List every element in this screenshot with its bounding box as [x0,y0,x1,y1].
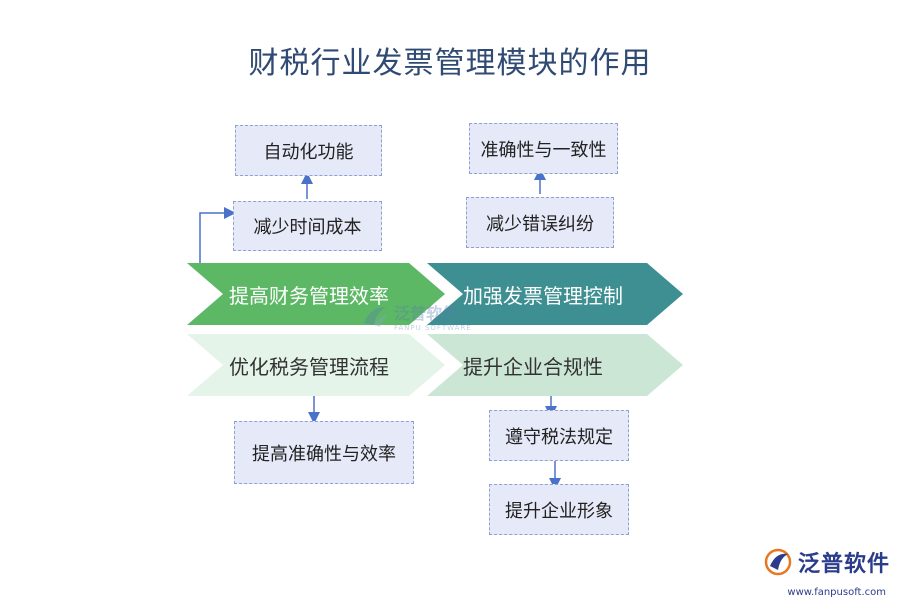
chevron-optimize-tax-process: 优化税务管理流程 [187,334,445,396]
box-comply-tax: 遵守税法规定 [489,410,629,461]
box-reduce-errors: 减少错误纠纷 [466,197,614,248]
box-accuracy-consistency: 准确性与一致性 [469,123,618,174]
watermark-sub: FANPU SOFTWARE [394,324,472,332]
chevron-label: 提高财务管理效率 [229,283,389,308]
box-auto: 自动化功能 [235,125,382,176]
box-company-image: 提升企业形象 [489,484,629,535]
logo-url: www.fanpusoft.com [787,587,886,598]
watermark-name: 泛普软件 [394,304,459,323]
brand-logo: 泛普软件 [764,546,890,578]
fanpu-logo-icon [764,548,792,576]
chevron-label: 优化税务管理流程 [229,354,389,379]
box-improve-accuracy-efficiency: 提高准确性与效率 [234,421,414,484]
chevron-improve-finance-efficiency: 提高财务管理效率 [187,263,445,325]
chevron-improve-compliance: 提升企业合规性 [427,334,683,396]
chevron-label: 加强发票管理控制 [463,283,623,308]
chevron-label: 提升企业合规性 [463,354,603,379]
arrow-to-reduce-time [199,207,236,265]
fanpu-watermark-icon [364,307,388,327]
page-title: 财税行业发票管理模块的作用 [248,46,652,81]
chevron-strengthen-invoice-control: 加强发票管理控制 [427,263,683,325]
box-reduce-time: 减少时间成本 [233,201,382,251]
logo-name: 泛普软件 [797,552,890,577]
watermark: 泛普软件 FANPU SOFTWARE [360,300,472,332]
